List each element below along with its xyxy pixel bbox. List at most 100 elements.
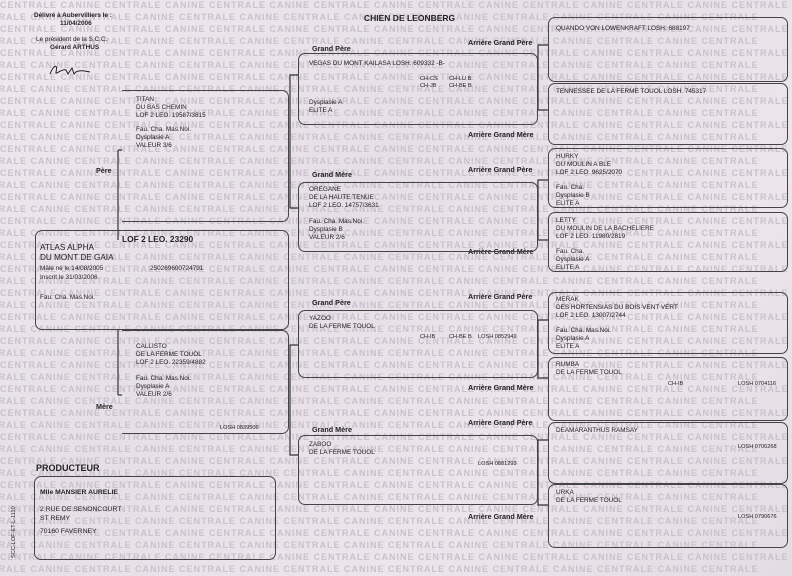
gp-father-dysplasie: Dysplasie A: [309, 99, 343, 106]
watermark-row: CENTRALE CANINE CENTRALE CANINE CENTRALE…: [0, 384, 792, 394]
agp2-box: [548, 148, 788, 208]
father-tests: Fau. Cha. Mas.Noi.: [136, 126, 192, 133]
label-agp-4: Arrière Grand Père: [468, 418, 533, 427]
issued-line: Délivré à Aubervilliers le :: [34, 12, 112, 19]
watermark-row: CENTRALE CANINE CENTRALE CANINE CENTRALE…: [0, 540, 762, 550]
dog-born: Mâle né le 14/08/2005: [40, 265, 104, 272]
mother-losh: LOSH 0839506: [220, 425, 259, 431]
watermark-row: CENTRALE CANINE CENTRALE CANINE CENTRALE…: [0, 564, 762, 574]
agm3-box: [548, 357, 788, 421]
gp-mother-losh: LOSH 0852949: [478, 334, 517, 340]
watermark-row: CENTRALE CANINE CENTRALE CANINE CENTRALE…: [0, 192, 792, 202]
watermark-row: CENTRALE CANINE CENTRALE CANINE CENTRALE…: [0, 432, 792, 442]
watermark-row: CENTRALE CANINE CENTRALE CANINE CENTRALE…: [0, 12, 762, 22]
label-mere: Mère: [96, 402, 113, 411]
watermark-row: CENTRALE CANINE CENTRALE CANINE CENTRALE…: [0, 312, 792, 322]
label-pere: Père: [96, 166, 112, 175]
agm4-losh: LOSH 0790676: [738, 514, 777, 520]
agm1-box: [548, 83, 788, 145]
watermark-row: CENTRALE CANINE CENTRALE CANINE CENTRALE…: [0, 24, 792, 34]
agm3-name1: RUMBA: [556, 361, 580, 368]
label-agp-2: Arrière Grand Père: [468, 165, 533, 174]
agm4-name1: URKA: [556, 489, 574, 496]
agp3-lof: LOF 2 LEO. 13007/2744: [556, 312, 626, 319]
breeder-addr3: 70160 FAVERNEY: [40, 528, 97, 535]
watermark-row: CENTRALE CANINE CENTRALE CANINE CENTRALE…: [0, 180, 762, 190]
watermark-row: CENTRALE CANINE CENTRALE CANINE CENTRALE…: [0, 132, 762, 142]
gp-father-t3: CH-LU B: [449, 76, 472, 82]
gm-mother-name2: DE LA FERME TOUOL: [309, 449, 375, 456]
dog-chip: 250269600724791: [150, 265, 204, 272]
mother-lof: LOF 2 LEO. 22359/4882: [136, 359, 206, 366]
gp-mother-name2: DE LA FERME TOUOL: [309, 323, 375, 330]
watermark-row: CENTRALE CANINE CENTRALE CANINE CENTRALE…: [0, 228, 762, 238]
dog-registered: Inscrit le 31/03/2006: [40, 274, 98, 281]
watermark-row: CENTRALE CANINE CENTRALE CANINE CENTRALE…: [0, 504, 792, 514]
father-name2: DU BAS CHEMIN: [136, 104, 187, 111]
gm-father-tests: Fau. Cha. Mas.Noi.: [309, 218, 365, 225]
gm-mother-name1: ZABOO: [309, 441, 332, 448]
father-box: [122, 90, 289, 222]
gm-father-valeur: VALEUR 2/6: [309, 234, 345, 241]
gp-mother-t2: CH-BE B: [449, 334, 472, 340]
agm2-lof: LOF 2 LEO. 11980/2819: [556, 233, 626, 240]
watermark-row: CENTRALE CANINE CENTRALE CANINE CENTRALE…: [0, 252, 762, 262]
side-code: SCC-LOF-ET-L-1110: [11, 506, 17, 558]
watermark-row: CENTRALE CANINE CENTRALE CANINE CENTRALE…: [0, 156, 762, 166]
watermark-row: CENTRALE CANINE CENTRALE CANINE CENTRALE…: [0, 96, 792, 106]
label-agp-1: Arrière Grand Père: [468, 38, 533, 47]
mother-dysplasie: Dysplasie A: [136, 383, 170, 390]
issued-date: 11/04/2006: [60, 20, 92, 27]
watermark-row: CENTRALE CANINE CENTRALE CANINE CENTRALE…: [0, 216, 792, 226]
agp4-box: [548, 422, 788, 484]
watermark-row: CENTRALE CANINE CENTRALE CANINE CENTRALE…: [0, 204, 762, 214]
watermark-row: CENTRALE CANINE CENTRALE CANINE CENTRALE…: [0, 420, 762, 430]
signature-mark: [49, 65, 91, 76]
watermark-row: CENTRALE CANINE CENTRALE CANINE CENTRALE…: [0, 360, 792, 370]
agm3-t1: CH-IB: [668, 381, 684, 387]
watermark-row: CENTRALE CANINE CENTRALE CANINE CENTRALE…: [0, 288, 792, 298]
agp4-name: DEAMARANTHUS RAMSAY: [556, 427, 638, 434]
gm-father-dysplasie: Dysplasie B: [309, 226, 343, 233]
agp4-losh: LOSH 0706268: [738, 444, 777, 450]
agm4-box: [548, 484, 788, 548]
agp3-elite: ELITE A: [556, 343, 580, 350]
mother-name1: CALLISTO: [136, 343, 167, 350]
dog-name2: DU MONT DE GAIA: [40, 253, 114, 262]
gm-mother-box: [298, 435, 538, 505]
father-lof: LOF 2 LEO. 19587/3815: [136, 112, 206, 119]
watermark-row: CENTRALE CANINE CENTRALE CANINE CENTRALE…: [0, 240, 792, 250]
father-dysplasie: Dysplasie A: [136, 134, 170, 141]
agp1-name: QUANDO VON LOWENKRAFT LOSH. 688197: [556, 25, 690, 32]
agm2-dysplasie: Dysplasie A: [556, 256, 590, 263]
father-valeur: VALEUR 3/6: [136, 142, 172, 149]
agp2-tests: Fau. Cha.: [556, 184, 585, 191]
label-grand-mere-1: Grand Mère: [312, 170, 352, 179]
watermark-row: CENTRALE CANINE CENTRALE CANINE CENTRALE…: [0, 396, 762, 406]
mother-tests: Fau. Cha. Mas.Noi.: [136, 375, 192, 382]
watermark-row: CENTRALE CANINE CENTRALE CANINE CENTRALE…: [0, 72, 792, 82]
watermark-row: CENTRALE CANINE CENTRALE CANINE CENTRALE…: [0, 516, 762, 526]
watermark-row: CENTRALE CANINE CENTRALE CANINE CENTRALE…: [0, 108, 762, 118]
watermark-row: CENTRALE CANINE CENTRALE CANINE CENTRALE…: [0, 300, 762, 310]
agp3-tests: Fau. Cha. Mas.Noi.: [556, 327, 612, 334]
watermark-row: CENTRALE CANINE CENTRALE CANINE CENTRALE…: [0, 348, 762, 358]
watermark-row: CENTRALE CANINE CENTRALE CANINE CENTRALE…: [0, 84, 762, 94]
watermark-row: CENTRALE CANINE CENTRALE CANINE CENTRALE…: [0, 552, 792, 562]
breeder-name: Mlle MANSIER AURELIE: [40, 489, 118, 496]
label-grand-pere-2: Grand Père: [312, 298, 351, 307]
dog-tests: Fau. Cha. Mas.Noi.: [40, 294, 96, 301]
gm-father-box: [298, 182, 538, 252]
agm2-name2: DU MOULIN DE LA BACHELIERE: [556, 225, 655, 232]
gp-mother-box: [298, 310, 538, 378]
dog-box: [35, 230, 289, 330]
gp-father-name: VEGAS DU MONT KAILASA LOSH. 609332 -B-: [309, 60, 445, 67]
agp3-box: [548, 292, 788, 354]
watermark-row: CENTRALE CANINE CENTRALE CANINE CENTRALE…: [0, 480, 792, 490]
agp1-box: [548, 17, 788, 82]
watermark-row: CENTRALE CANINE CENTRALE CANINE CENTRALE…: [0, 144, 792, 154]
breed-title: CHIEN DE LEONBERG: [364, 13, 456, 23]
agp2-lof: LOF 2 LEO. 9625/2070: [556, 169, 623, 176]
